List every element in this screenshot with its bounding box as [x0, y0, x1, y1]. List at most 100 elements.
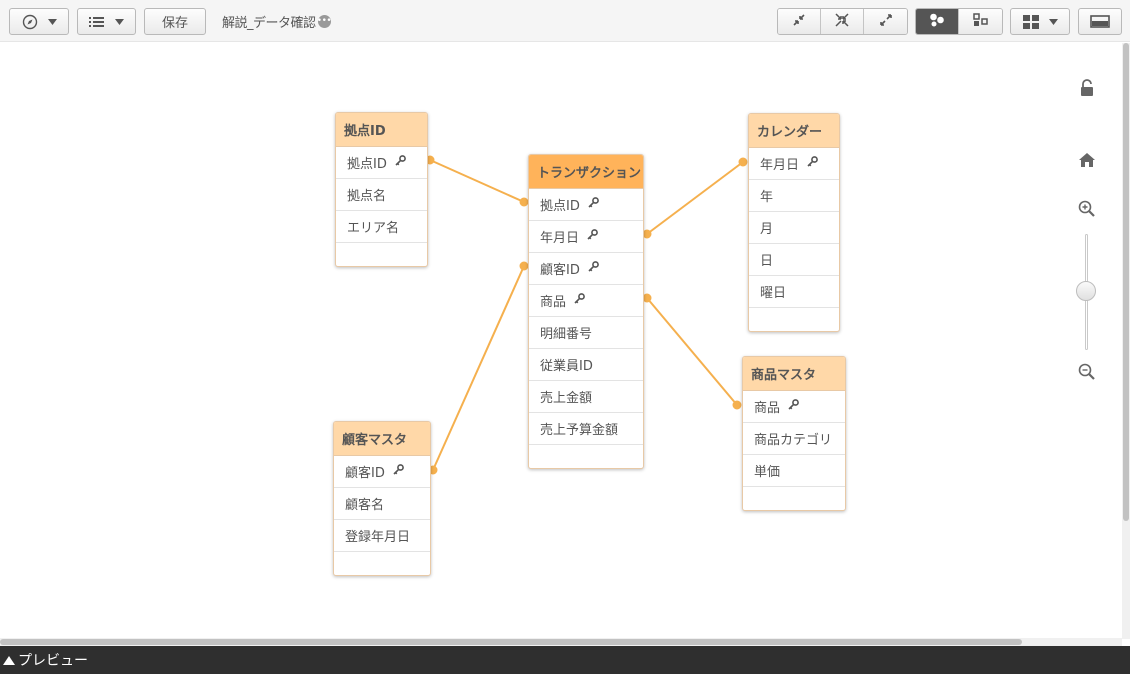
field-name: 明細番号: [540, 327, 593, 342]
field-name: 月: [760, 222, 774, 237]
table-field-row[interactable]: 拠点ID: [336, 147, 427, 179]
table-empty-row: [334, 552, 430, 575]
more-dots-icon[interactable]: •••: [316, 15, 332, 28]
table-field-row[interactable]: 日: [749, 244, 839, 276]
table-field-row[interactable]: 登録年月日: [334, 520, 430, 552]
table-field-row[interactable]: 顧客ID: [529, 253, 643, 285]
key-icon: [587, 229, 598, 244]
internal-view-icon: [929, 12, 945, 31]
key-icon: [807, 156, 818, 171]
table-product[interactable]: 商品マスタ商品商品カテゴリ単価: [742, 356, 846, 511]
table-field-row[interactable]: 曜日: [749, 276, 839, 308]
collapse-icon: [792, 12, 806, 31]
horizontal-scrollbar[interactable]: [0, 638, 1122, 646]
field-name: 単価: [754, 465, 781, 480]
table-field-row[interactable]: 商品: [743, 391, 845, 423]
field-name: 登録年月日: [345, 530, 411, 545]
collapse-button[interactable]: [778, 9, 821, 34]
table-empty-row: [336, 243, 427, 266]
key-icon: [395, 155, 406, 170]
list-icon: [89, 16, 105, 28]
table-field-row[interactable]: 月: [749, 212, 839, 244]
table-field-row[interactable]: 売上金額: [529, 381, 643, 413]
layout-grid-icon: [1022, 14, 1039, 29]
source-view-button[interactable]: [959, 9, 1002, 34]
table-field-row[interactable]: 商品カテゴリ: [743, 423, 845, 455]
zoom-in-icon: [1078, 200, 1096, 222]
lock-icon: [1079, 79, 1095, 101]
expand-icon: [879, 12, 893, 31]
table-header[interactable]: トランザクション: [529, 155, 643, 189]
vertical-scrollbar[interactable]: [1122, 43, 1130, 639]
field-name: 顧客名: [345, 498, 385, 513]
preview-toggle[interactable]: プレビュー: [0, 646, 1130, 674]
preview-label: プレビュー: [18, 653, 88, 669]
table-field-row[interactable]: 顧客ID: [334, 456, 430, 488]
horizontal-scrollbar-thumb[interactable]: [0, 639, 1022, 645]
field-name: 売上金額: [540, 391, 593, 406]
layout-menu-button[interactable]: [1010, 8, 1070, 35]
chevron-down-icon: [1048, 18, 1058, 25]
field-name: 顧客ID: [540, 263, 580, 278]
compass-icon: [22, 14, 38, 30]
field-name: 拠点ID: [347, 157, 387, 172]
table-field-row[interactable]: 売上予算金額: [529, 413, 643, 445]
table-field-row[interactable]: 拠点ID: [529, 189, 643, 221]
field-name: エリア名: [347, 221, 400, 236]
field-name: 拠点ID: [540, 199, 580, 214]
table-field-row[interactable]: 単価: [743, 455, 845, 487]
data-menu-button[interactable]: [77, 8, 136, 35]
key-icon: [574, 293, 585, 308]
table-field-row[interactable]: 従業員ID: [529, 349, 643, 381]
key-icon: [393, 464, 404, 479]
navigation-menu-button[interactable]: [9, 8, 69, 35]
table-customer[interactable]: 顧客マスタ顧客ID 顧客名登録年月日: [333, 421, 431, 576]
expand-button[interactable]: [864, 9, 907, 34]
toolbar: 保存 解説_データ確認 •••: [0, 0, 1130, 42]
table-empty-row: [743, 487, 845, 510]
lock-button[interactable]: [1079, 79, 1095, 101]
zoom-in-button[interactable]: [1078, 200, 1096, 222]
panel-toggle-icon: [1090, 15, 1110, 28]
table-field-row[interactable]: 明細番号: [529, 317, 643, 349]
field-name: 商品カテゴリ: [754, 433, 833, 448]
table-header[interactable]: 顧客マスタ: [334, 422, 430, 456]
table-header[interactable]: 拠点ID: [336, 113, 427, 147]
table-transaction[interactable]: トランザクション拠点ID 年月日顧客ID 商品明細番号従業員ID 売上金額売上予算金額: [528, 154, 644, 469]
table-field-row[interactable]: 年月日: [529, 221, 643, 253]
home-icon: [1078, 153, 1096, 172]
internal-view-button[interactable]: [916, 9, 959, 34]
table-header[interactable]: 商品マスタ: [743, 357, 845, 391]
table-field-row[interactable]: 顧客名: [334, 488, 430, 520]
table-calendar[interactable]: カレンダー年月日年月日曜日: [748, 113, 840, 332]
table-field-row[interactable]: 商品: [529, 285, 643, 317]
collapse-all-button[interactable]: [821, 9, 864, 34]
chevron-down-icon: [47, 18, 57, 25]
panel-toggle-button[interactable]: [1078, 8, 1122, 35]
home-button[interactable]: [1078, 152, 1096, 172]
source-view-icon: [972, 12, 989, 31]
key-icon: [588, 261, 599, 276]
table-field-row[interactable]: 年月日: [749, 148, 839, 180]
key-icon: [788, 399, 799, 414]
zoom-slider-handle[interactable]: [1076, 281, 1096, 301]
field-name: 商品: [540, 295, 567, 310]
table-field-row[interactable]: 拠点名: [336, 179, 427, 211]
field-name: 拠点名: [347, 189, 387, 204]
table-field-row[interactable]: 年: [749, 180, 839, 212]
table-header[interactable]: カレンダー: [749, 114, 839, 148]
table-field-row[interactable]: エリア名: [336, 211, 427, 243]
table-empty-row: [749, 308, 839, 331]
field-name: 顧客ID: [345, 466, 385, 481]
app-title-text: 解説_データ確認: [222, 16, 316, 31]
field-name: 売上予算金額: [540, 423, 619, 438]
view-mode-group: [915, 8, 1003, 35]
zoom-out-icon: [1078, 363, 1096, 385]
table-kyoten[interactable]: 拠点ID 拠点ID 拠点名エリア名: [335, 112, 428, 267]
collapse-all-icon: [834, 12, 850, 32]
save-button[interactable]: 保存: [144, 8, 206, 35]
view-size-group: [777, 8, 908, 35]
zoom-out-button[interactable]: [1078, 363, 1096, 385]
field-name: 曜日: [760, 286, 787, 301]
vertical-scrollbar-thumb[interactable]: [1123, 43, 1129, 521]
